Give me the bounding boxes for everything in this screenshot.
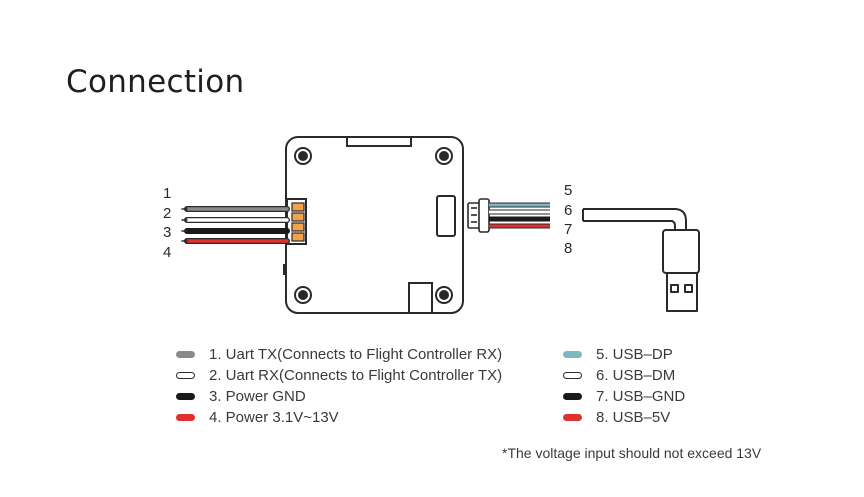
legend-label: 1. Uart TX(Connects to Flight Controller… bbox=[209, 346, 503, 363]
module-board-icon bbox=[283, 136, 464, 314]
pin-number: 2 bbox=[163, 205, 171, 222]
legend-item: 2. Uart RX(Connects to Flight Controller… bbox=[176, 365, 502, 386]
legend-label: 8. USB–5V bbox=[596, 409, 671, 426]
wire-color-swatch bbox=[176, 414, 195, 421]
legend-label: 2. Uart RX(Connects to Flight Controller… bbox=[209, 367, 503, 384]
right-wires bbox=[489, 202, 550, 229]
legend-right: 5. USB–DP 6. USB–DM 7. USB–GND 8. USB–5V bbox=[563, 344, 685, 428]
pin-number: 7 bbox=[564, 221, 572, 238]
usb-a-plug-icon bbox=[582, 208, 700, 312]
pin-number: 4 bbox=[163, 244, 171, 261]
voltage-footnote: *The voltage input should not exceed 13V bbox=[502, 445, 762, 461]
legend-label: 5. USB–DP bbox=[596, 346, 673, 363]
page-title: Connection bbox=[66, 64, 245, 100]
legend-label: 7. USB–GND bbox=[596, 388, 686, 405]
legend-left: 1. Uart TX(Connects to Flight Controller… bbox=[176, 344, 502, 428]
pin-number: 8 bbox=[564, 240, 572, 257]
legend-label: 4. Power 3.1V~13V bbox=[209, 409, 339, 426]
pin-number: 6 bbox=[564, 202, 572, 219]
wire-color-swatch bbox=[176, 393, 195, 400]
legend-item: 3. Power GND bbox=[176, 386, 502, 407]
legend-label: 6. USB–DM bbox=[596, 367, 676, 384]
wire-color-swatch bbox=[176, 351, 195, 358]
uart-connector-pins bbox=[291, 202, 305, 242]
usb-connector-housing bbox=[467, 198, 490, 233]
legend-label: 3. Power GND bbox=[209, 388, 306, 405]
wire-color-swatch bbox=[563, 351, 582, 358]
legend-item: 4. Power 3.1V~13V bbox=[176, 407, 502, 428]
wire-color-swatch bbox=[563, 414, 582, 421]
left-wires bbox=[181, 206, 290, 244]
wire-color-swatch bbox=[563, 393, 582, 400]
pin-number: 1 bbox=[163, 185, 171, 202]
wire-color-swatch bbox=[563, 372, 582, 379]
legend-item: 1. Uart TX(Connects to Flight Controller… bbox=[176, 344, 502, 365]
legend-item: 5. USB–DP bbox=[563, 344, 685, 365]
pin-number: 5 bbox=[564, 182, 572, 199]
legend-item: 6. USB–DM bbox=[563, 365, 685, 386]
legend-item: 8. USB–5V bbox=[563, 407, 685, 428]
wire-color-swatch bbox=[176, 372, 195, 379]
pin-number: 3 bbox=[163, 224, 171, 241]
legend-item: 7. USB–GND bbox=[563, 386, 685, 407]
